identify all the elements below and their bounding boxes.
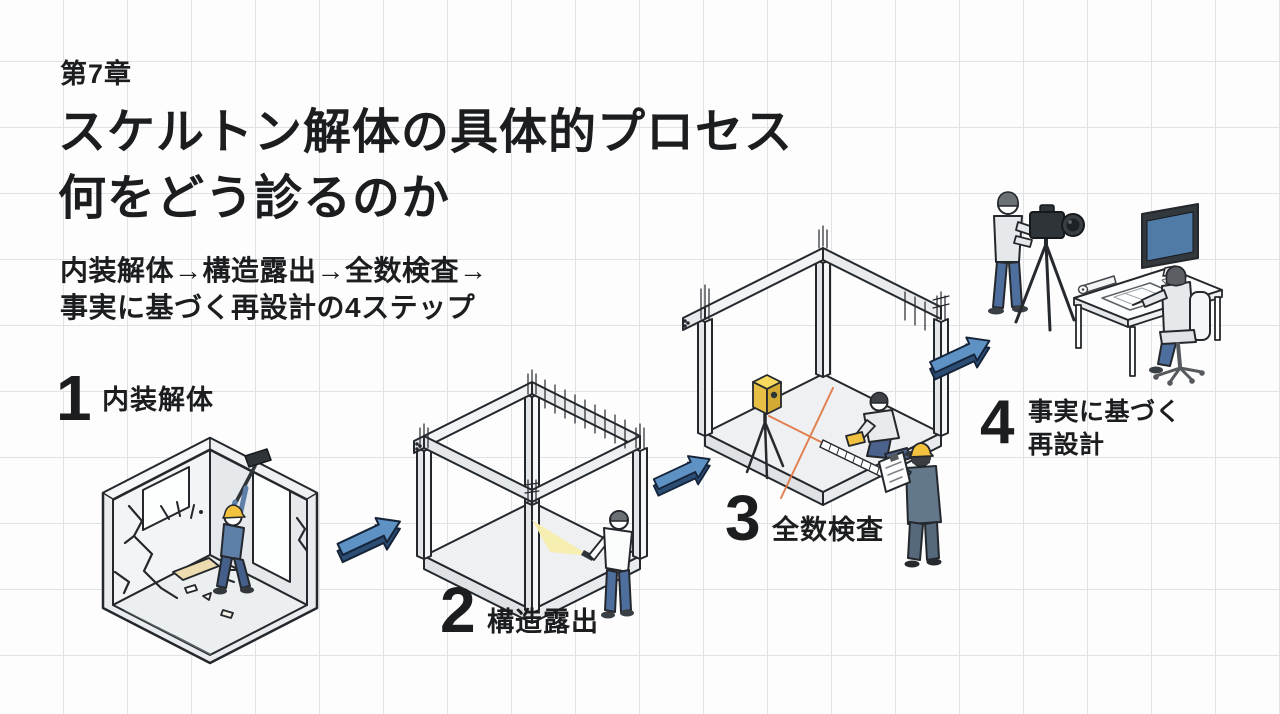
camera-icon bbox=[1029, 204, 1085, 239]
step-4-number: 4 bbox=[980, 388, 1014, 457]
page-title-line2: 何をどう診るのか bbox=[58, 172, 451, 225]
beams bbox=[413, 381, 641, 503]
page-subtitle-line2: 事実に基づく再設計の4ステップ bbox=[60, 292, 476, 323]
step-3-illustration bbox=[682, 225, 968, 576]
level-tool-icon bbox=[845, 431, 866, 447]
paper-roll bbox=[1077, 275, 1117, 295]
door-opening bbox=[252, 471, 291, 583]
step-2-label: 構造露出 bbox=[487, 607, 599, 637]
tripod-icon bbox=[1014, 236, 1076, 332]
floorboards bbox=[124, 610, 271, 655]
flashlight-beam bbox=[532, 520, 590, 556]
demolition-worker-icon bbox=[213, 448, 272, 595]
beams bbox=[682, 247, 942, 331]
columns bbox=[416, 393, 648, 614]
step-4-label-line1: 事実に基づく bbox=[1028, 398, 1182, 426]
survey-redesign-icon bbox=[988, 191, 1223, 386]
photographer-icon bbox=[988, 191, 1037, 315]
laser-level-icon bbox=[745, 374, 785, 480]
exposed-frame-icon bbox=[413, 369, 648, 624]
sledgehammer-icon bbox=[233, 448, 272, 506]
step-2-illustration bbox=[413, 344, 684, 624]
page-title: スケルトン解体の具体的プロセス 何をどう診るのか bbox=[58, 100, 793, 232]
step-4-illustration bbox=[956, 180, 1236, 400]
chapter-label: 第7章 bbox=[60, 59, 133, 89]
clipboard-inspector-icon bbox=[878, 442, 942, 568]
step-4-label: 事実に基づく 再設計 bbox=[1028, 396, 1181, 462]
step-1-label: 内装解体 bbox=[102, 385, 214, 415]
arrow-step1-to-step2 bbox=[334, 510, 404, 566]
page-subtitle: 内装解体→構造露出→全数検査→ 事実に基づく再設計の4ステップ bbox=[60, 252, 488, 326]
step-1-illustration bbox=[85, 422, 335, 672]
flashlight-worker-icon bbox=[581, 510, 634, 619]
page-subtitle-line1: 内装解体→構造露出→全数検査→ bbox=[60, 255, 488, 286]
debris bbox=[172, 510, 234, 619]
inspection-frame-icon bbox=[682, 225, 950, 568]
rebar bbox=[415, 369, 645, 503]
wall-cracks bbox=[113, 504, 309, 600]
step-2-number: 2 bbox=[440, 574, 476, 646]
clipboard-icon bbox=[878, 451, 911, 493]
step-1-number: 1 bbox=[56, 362, 92, 434]
arrow-3d-right-icon bbox=[336, 517, 401, 564]
step-3-number: 3 bbox=[725, 482, 761, 554]
rebar bbox=[683, 225, 950, 331]
step-4-label-line2: 再設計 bbox=[1028, 431, 1105, 459]
window-opening bbox=[142, 466, 190, 531]
demolition-room-icon bbox=[101, 436, 319, 665]
page-title-line1: スケルトン解体の具体的プロセス bbox=[58, 106, 794, 159]
step-3-label: 全数検査 bbox=[772, 515, 884, 545]
office-chair bbox=[1153, 291, 1211, 386]
